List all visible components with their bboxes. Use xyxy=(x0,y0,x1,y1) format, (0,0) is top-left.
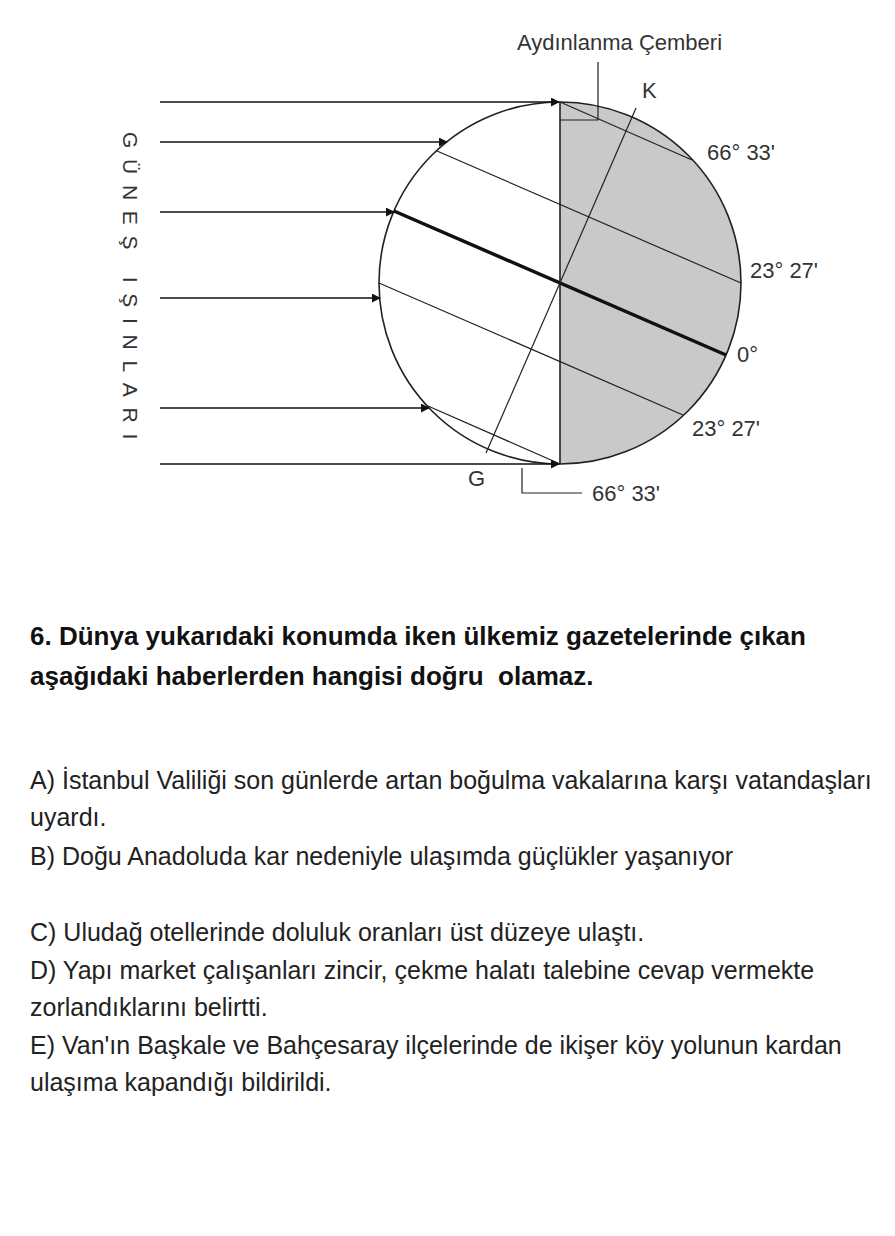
answer-option: A) İstanbul Valiliği son günlerde artan … xyxy=(30,762,880,836)
leader-line xyxy=(560,62,598,120)
question-text: 6. Dünya yukarıdaki konumda iken ülkemiz… xyxy=(30,616,865,696)
answer-option: E) Van'ın Başkale ve Bahçesaray ilçeleri… xyxy=(30,1027,880,1101)
sun-ray xyxy=(160,141,447,143)
latitude-label: 23° 27' xyxy=(750,258,818,283)
circle-label: Aydınlanma Çemberi xyxy=(517,30,722,55)
earth-axis xyxy=(486,108,636,453)
leader-line xyxy=(522,468,582,493)
sun-ray xyxy=(160,407,429,409)
answer-option: D) Yapı market çalışanları zincir, çekme… xyxy=(30,952,880,1026)
axis-title: GÜNEŞ IŞINLARI xyxy=(118,132,142,450)
earth-circle xyxy=(379,102,741,464)
sun-ray xyxy=(160,463,559,465)
latitude-label: 66° 33' xyxy=(592,481,660,506)
answer-option: B) Doğu Anadoluda kar nedeniyle ulaşımda… xyxy=(30,838,880,875)
sun-ray xyxy=(160,297,380,299)
pole-label: G xyxy=(468,466,485,491)
sun-ray xyxy=(160,101,559,103)
latitude-label: 0° xyxy=(737,342,758,367)
answer-option: C) Uludağ otellerinde doluluk oranları ü… xyxy=(30,914,880,951)
latitude-label: 23° 27' xyxy=(692,416,760,441)
latitude-label: 66° 33' xyxy=(707,140,775,165)
pole-label: K xyxy=(642,78,657,103)
sun-ray xyxy=(160,211,394,213)
